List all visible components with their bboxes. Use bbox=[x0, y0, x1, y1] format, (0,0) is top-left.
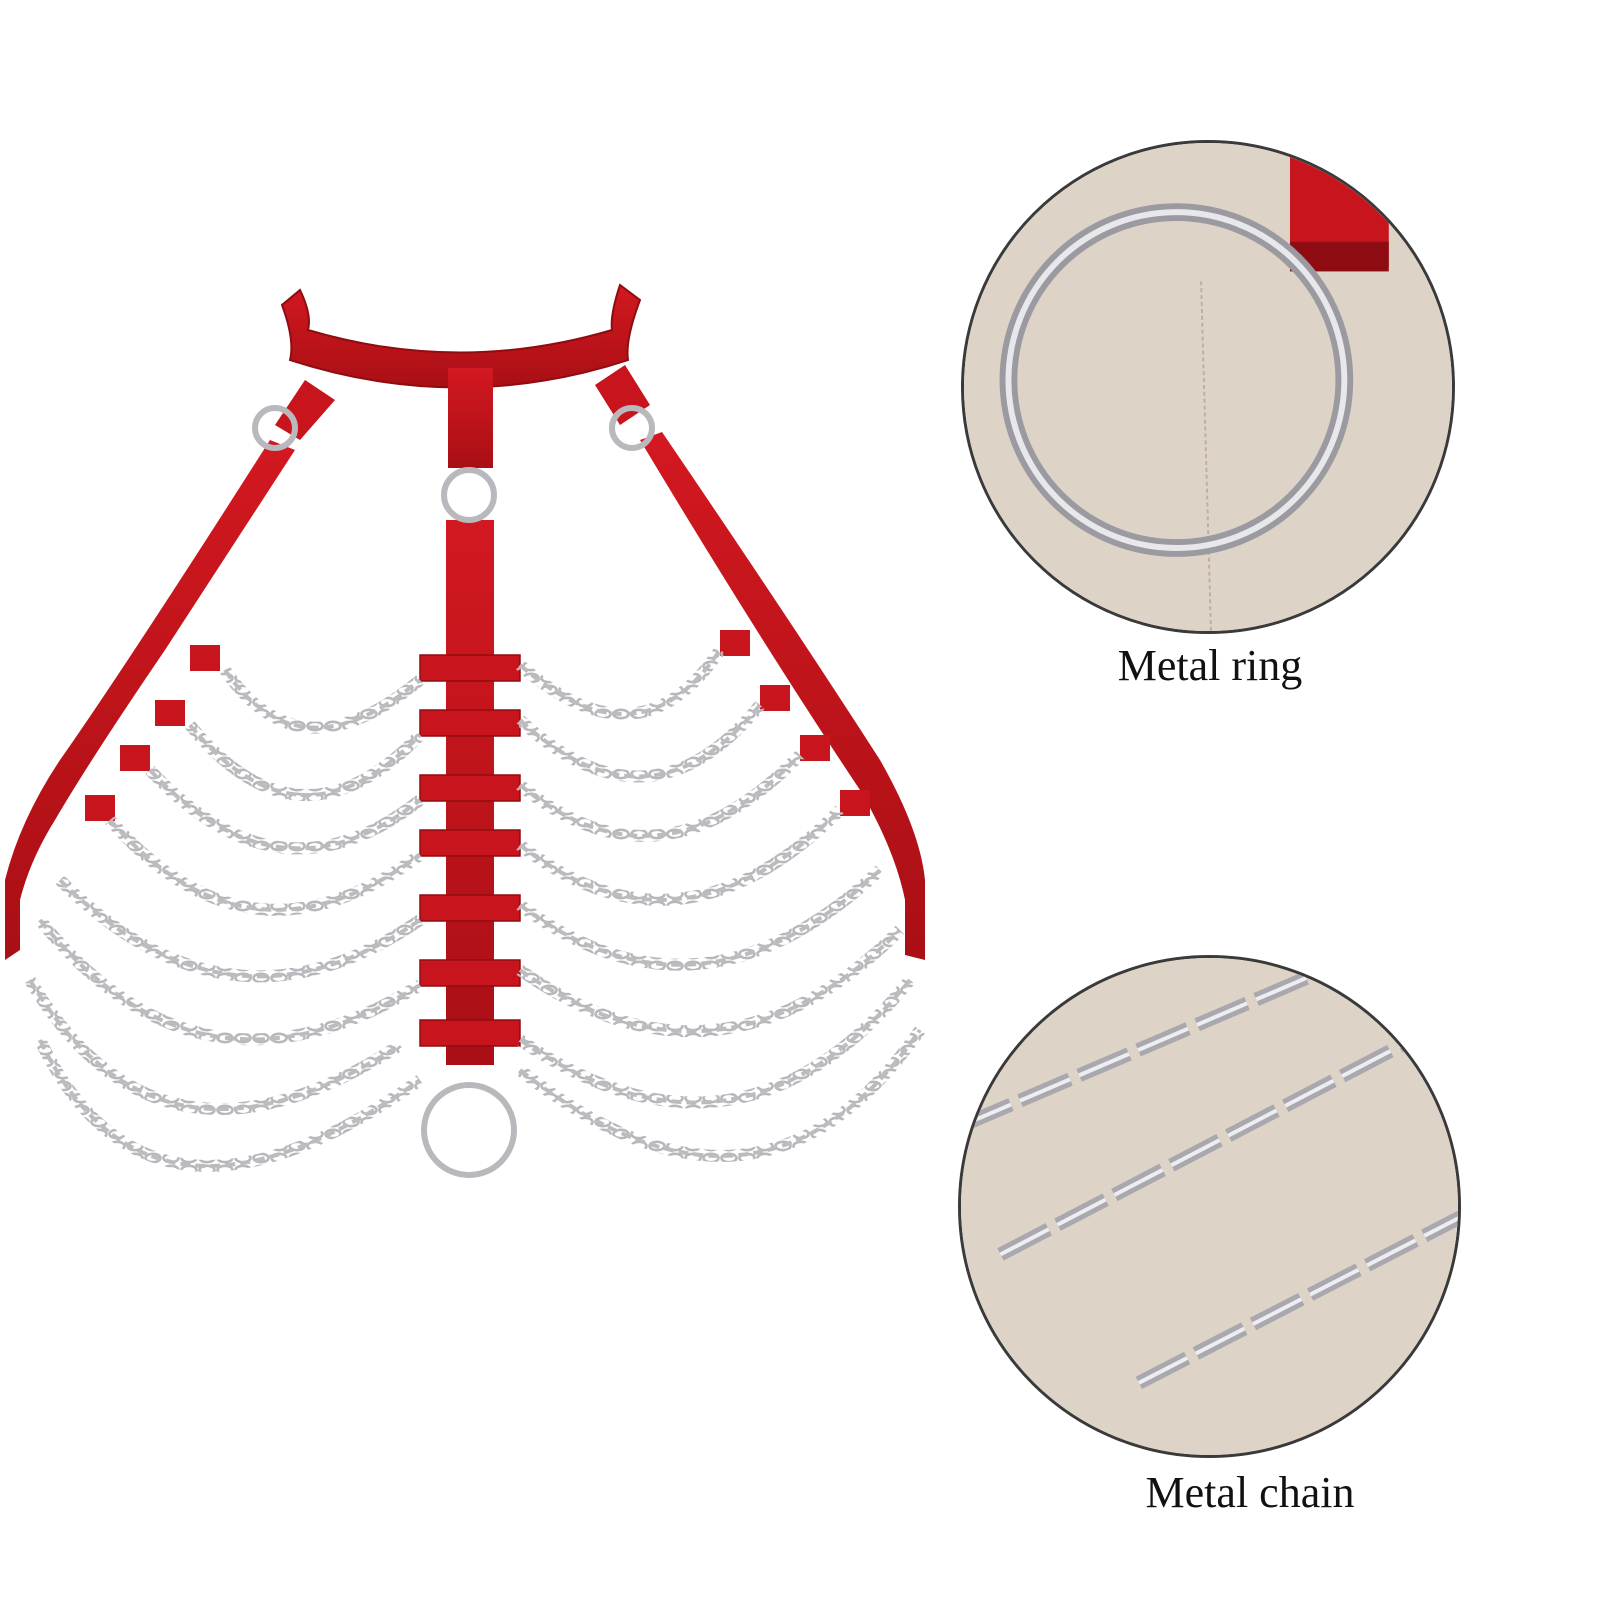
metal-chain-detail-image bbox=[958, 955, 1461, 1458]
o-ring bbox=[609, 405, 655, 451]
right-chains bbox=[515, 646, 925, 1162]
left-side-strap bbox=[5, 440, 295, 960]
metal-chain-caption: Metal chain bbox=[1145, 1468, 1355, 1517]
choker-collar bbox=[280, 283, 642, 389]
metal-ring-detail-image bbox=[961, 140, 1455, 634]
right-side-strap bbox=[640, 432, 925, 960]
o-ring bbox=[421, 1082, 517, 1178]
o-ring bbox=[441, 467, 497, 523]
metal-ring-caption: Metal ring bbox=[1117, 641, 1303, 690]
harness-product-image bbox=[5, 283, 925, 1178]
o-ring bbox=[252, 405, 298, 451]
